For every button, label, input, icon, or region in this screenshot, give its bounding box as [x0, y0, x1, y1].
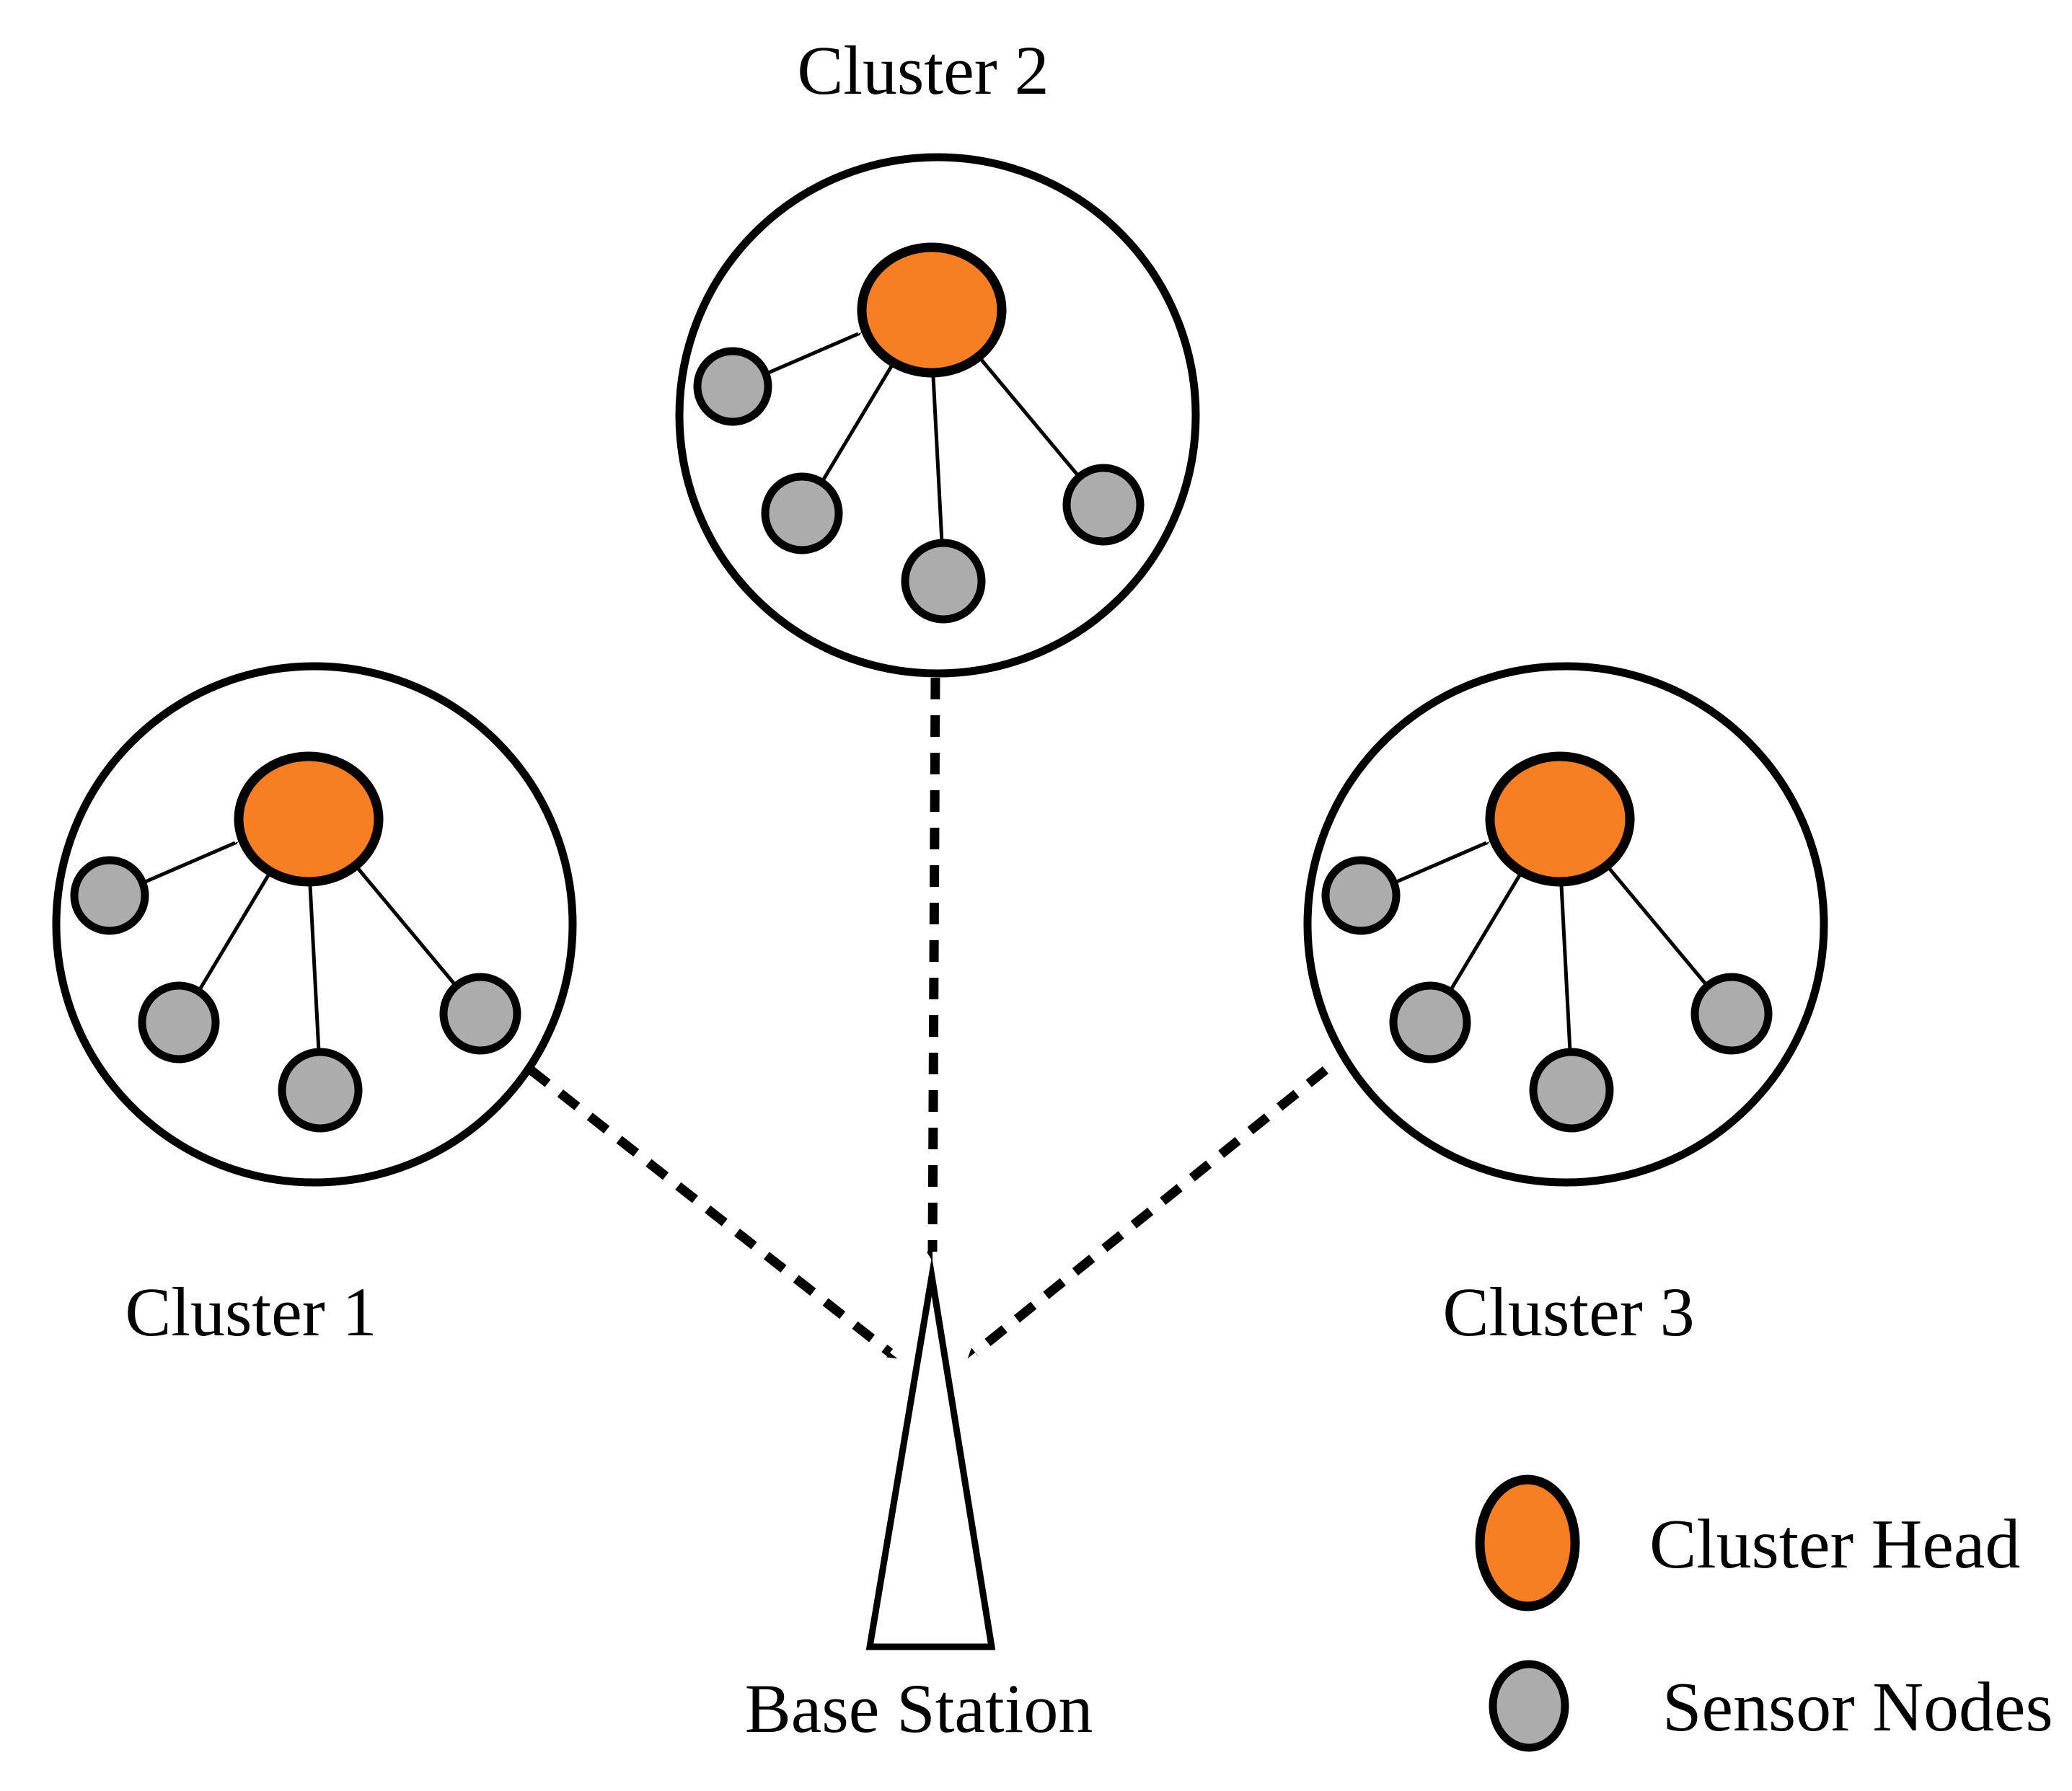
cluster-2-boundary-circle [675, 153, 1200, 678]
sensor-to-head-arrow [1448, 875, 1520, 992]
legend-cluster-head-label: Cluster Head [1649, 1505, 2020, 1583]
legend: Cluster Head Sensor Nodes [1475, 1474, 2053, 1752]
cluster-head-icon [1475, 1474, 1580, 1611]
cluster-3-boundary-circle [1303, 662, 1828, 1187]
cluster-1-to-base-arrow [527, 1066, 890, 1353]
cluster-2-label: Cluster 2 [797, 32, 1049, 109]
sensor-node [1062, 464, 1145, 546]
sensor-to-head-arrow [197, 875, 268, 992]
cluster-head-node [1485, 751, 1635, 887]
cluster-3-to-base-arrow [975, 1066, 1329, 1353]
cluster-2 [675, 153, 1200, 678]
sensor-to-head-arrow [933, 376, 942, 543]
cluster-2-to-base-arrow [933, 677, 940, 1252]
sensor-node-icon [1489, 1660, 1569, 1752]
sensor-to-head-arrow [981, 359, 1080, 478]
sensor-to-head-arrow [143, 843, 235, 885]
sensor-to-head-arrow [820, 366, 891, 483]
sensor-node [1321, 856, 1401, 935]
sensor-to-head-arrow [310, 885, 319, 1052]
sensor-to-head-arrow [358, 868, 457, 987]
cluster-3-label: Cluster 3 [1442, 1273, 1694, 1350]
cluster-1-label: Cluster 1 [125, 1273, 376, 1350]
sensor-to-head-arrow [1394, 843, 1486, 885]
sensor-node [439, 973, 521, 1055]
legend-sensor-nodes-label: Sensor Nodes [1662, 1668, 2053, 1746]
sensor-node [278, 1048, 363, 1133]
sensor-to-head-arrow [1561, 885, 1570, 1052]
sensor-node [901, 539, 986, 624]
sensor-node [693, 347, 772, 426]
sensor-node [70, 856, 149, 935]
base-station-label: Base Station [745, 1670, 1093, 1747]
sensor-node [761, 472, 843, 554]
sensor-node [1389, 981, 1471, 1063]
cluster-head-node [857, 242, 1007, 378]
sensor-node [1690, 973, 1773, 1055]
cluster-3 [1303, 662, 1828, 1187]
base-station-antenna [865, 1256, 996, 1650]
sensor-node [138, 981, 220, 1063]
sensor-node [1529, 1048, 1614, 1133]
cluster-head-node [234, 751, 384, 887]
cluster-1-boundary-circle [52, 662, 577, 1187]
sensor-to-head-arrow [766, 334, 858, 376]
sensor-to-head-arrow [1609, 868, 1709, 987]
cluster-1 [52, 662, 577, 1187]
